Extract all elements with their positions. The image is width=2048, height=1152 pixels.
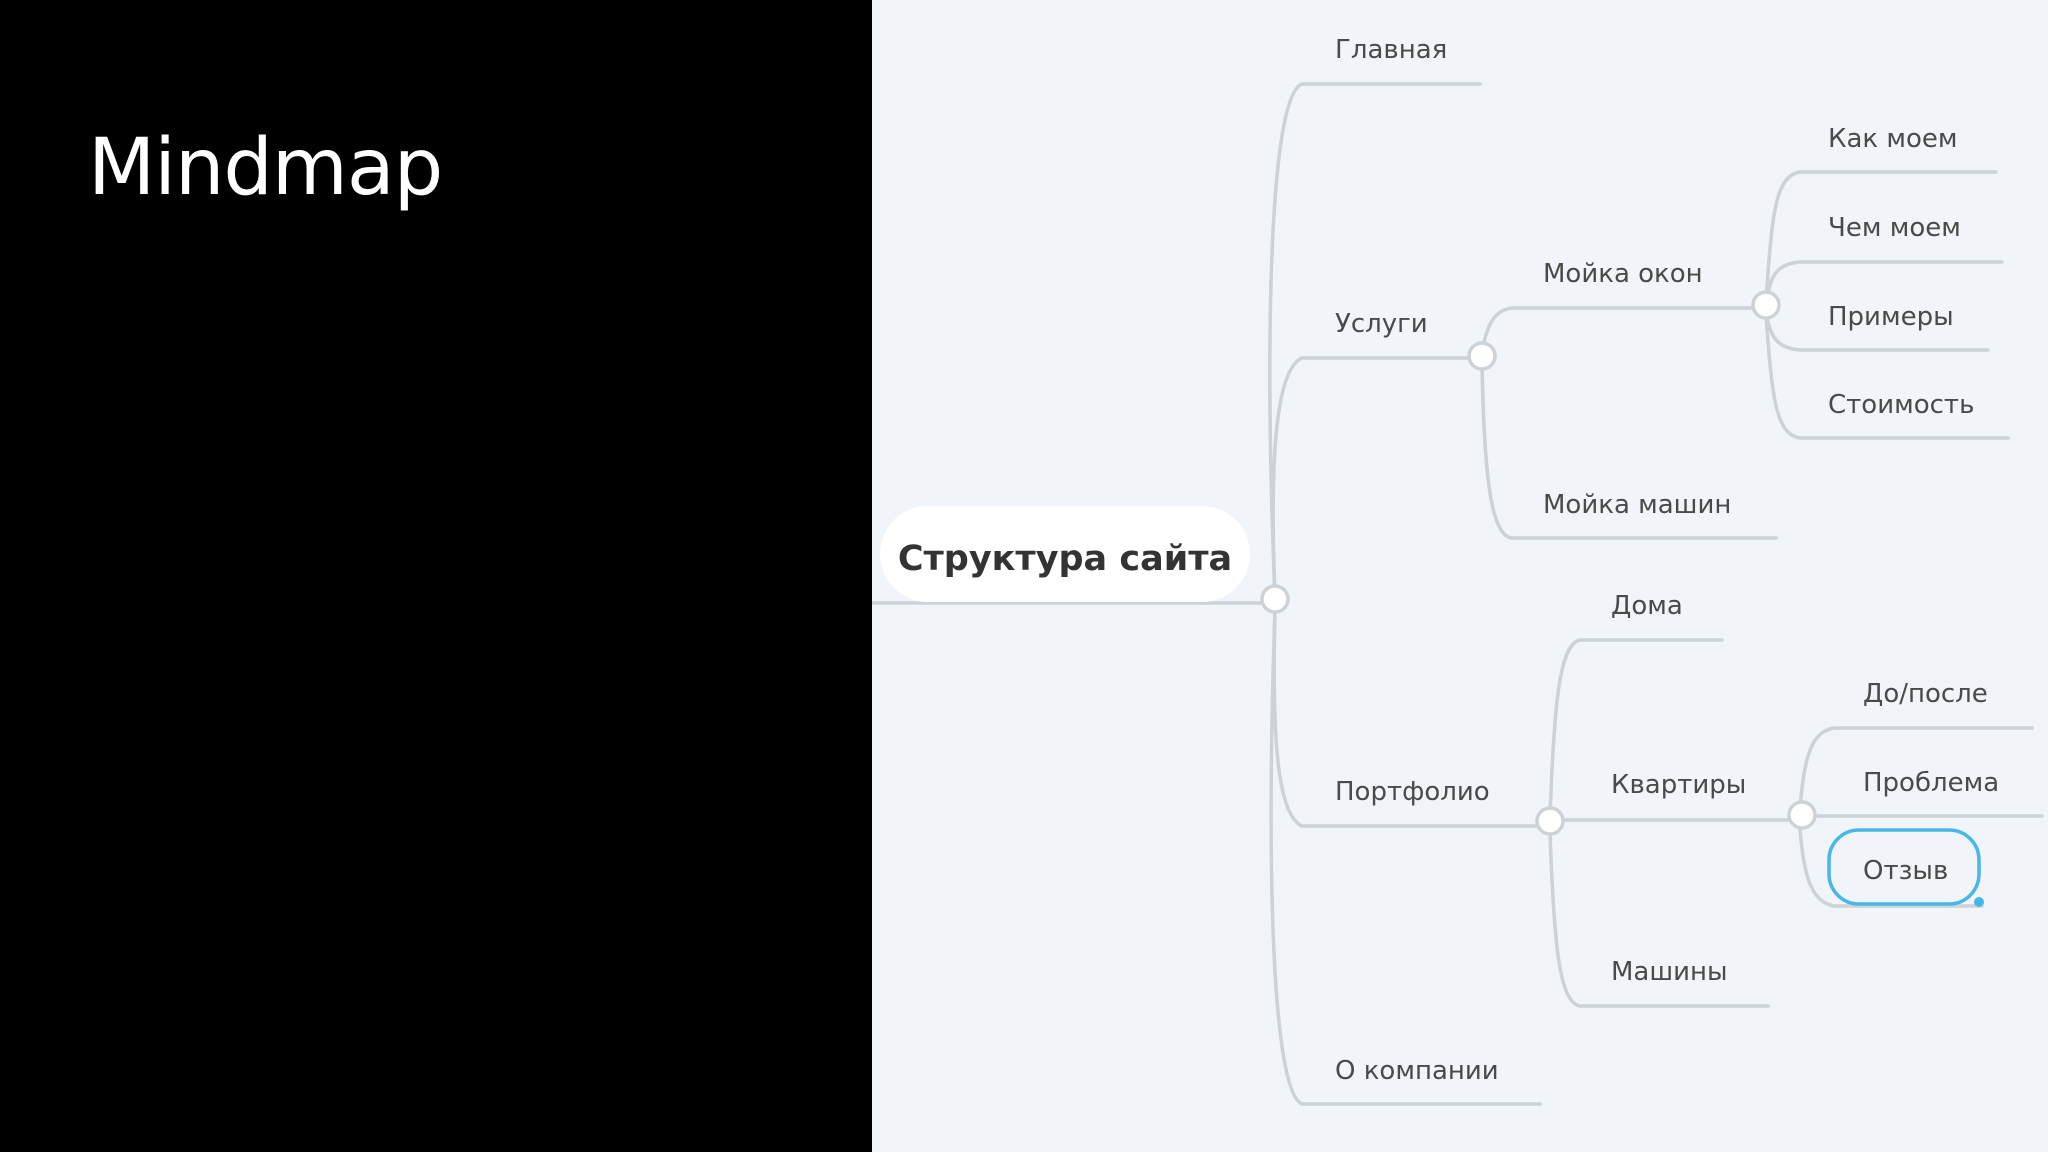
topic-do-posle[interactable]: До/после: [1863, 679, 1988, 709]
branch-stoimost: [1764, 312, 2010, 440]
branch-uslugi: [1271, 356, 1484, 598]
branch-moyka-okon: [1480, 306, 1768, 356]
root-topic-label: Структура сайта: [898, 539, 1232, 579]
branch-glavnaya: [1268, 82, 1482, 600]
collapse-handle-portfolio[interactable]: [1535, 806, 1565, 836]
topic-problema[interactable]: Проблема: [1863, 768, 1999, 798]
topic-mashiny[interactable]: Машины: [1611, 957, 1728, 987]
branch-doma: [1548, 638, 1724, 820]
topic-stoimost[interactable]: Стоимость: [1828, 390, 1974, 420]
collapse-handle-kvartiry[interactable]: [1787, 800, 1817, 830]
branch-moyka-mashin: [1480, 360, 1778, 540]
slide-title: Mindmap: [88, 123, 443, 213]
root-topic-background: [880, 506, 1250, 602]
mindmap-diagram[interactable]: Структура сайта Главная Услуги Портфолио…: [872, 0, 2048, 1152]
topic-doma[interactable]: Дома: [1611, 591, 1683, 621]
branch-chem-moem: [1764, 260, 2004, 306]
collapse-handle-uslugi[interactable]: [1467, 341, 1497, 371]
topic-chem-moem[interactable]: Чем моем: [1828, 213, 1961, 243]
title-panel: Mindmap: [0, 0, 872, 1152]
mindmap-canvas[interactable]: Структура сайта Главная Услуги Портфолио…: [872, 0, 2048, 1152]
topic-kak-moem[interactable]: Как моем: [1828, 124, 1958, 154]
collapse-handle-moyka-okon[interactable]: [1751, 290, 1781, 320]
root-topic[interactable]: Структура сайта: [880, 506, 1250, 602]
branch-mashiny: [1548, 830, 1770, 1008]
branch-kak-moem: [1764, 170, 1998, 304]
topic-primery[interactable]: Примеры: [1828, 302, 1954, 332]
branch-o-kompanii: [1269, 608, 1542, 1106]
topic-portfolio[interactable]: Портфолио: [1335, 777, 1490, 807]
topic-kvartiry[interactable]: Квартиры: [1611, 770, 1746, 800]
topic-moyka-okon[interactable]: Мойка окон: [1543, 259, 1703, 289]
branch-otzyv: [1798, 828, 1984, 908]
selection-outline: [1827, 828, 1981, 906]
topic-otzyv: Отзыв: [1863, 856, 1948, 886]
topic-otzyv-selected[interactable]: Отзыв: [1827, 828, 1984, 907]
collapse-handle-root[interactable]: [1260, 584, 1290, 614]
topic-uslugi[interactable]: Услуги: [1335, 309, 1428, 339]
resize-handle[interactable]: [1974, 897, 1984, 907]
topic-glavnaya[interactable]: Главная: [1335, 35, 1447, 65]
topic-moyka-mashin[interactable]: Мойка машин: [1543, 490, 1731, 520]
topic-o-kompanii[interactable]: О компании: [1335, 1056, 1499, 1086]
branch-do-posle: [1798, 726, 2034, 812]
